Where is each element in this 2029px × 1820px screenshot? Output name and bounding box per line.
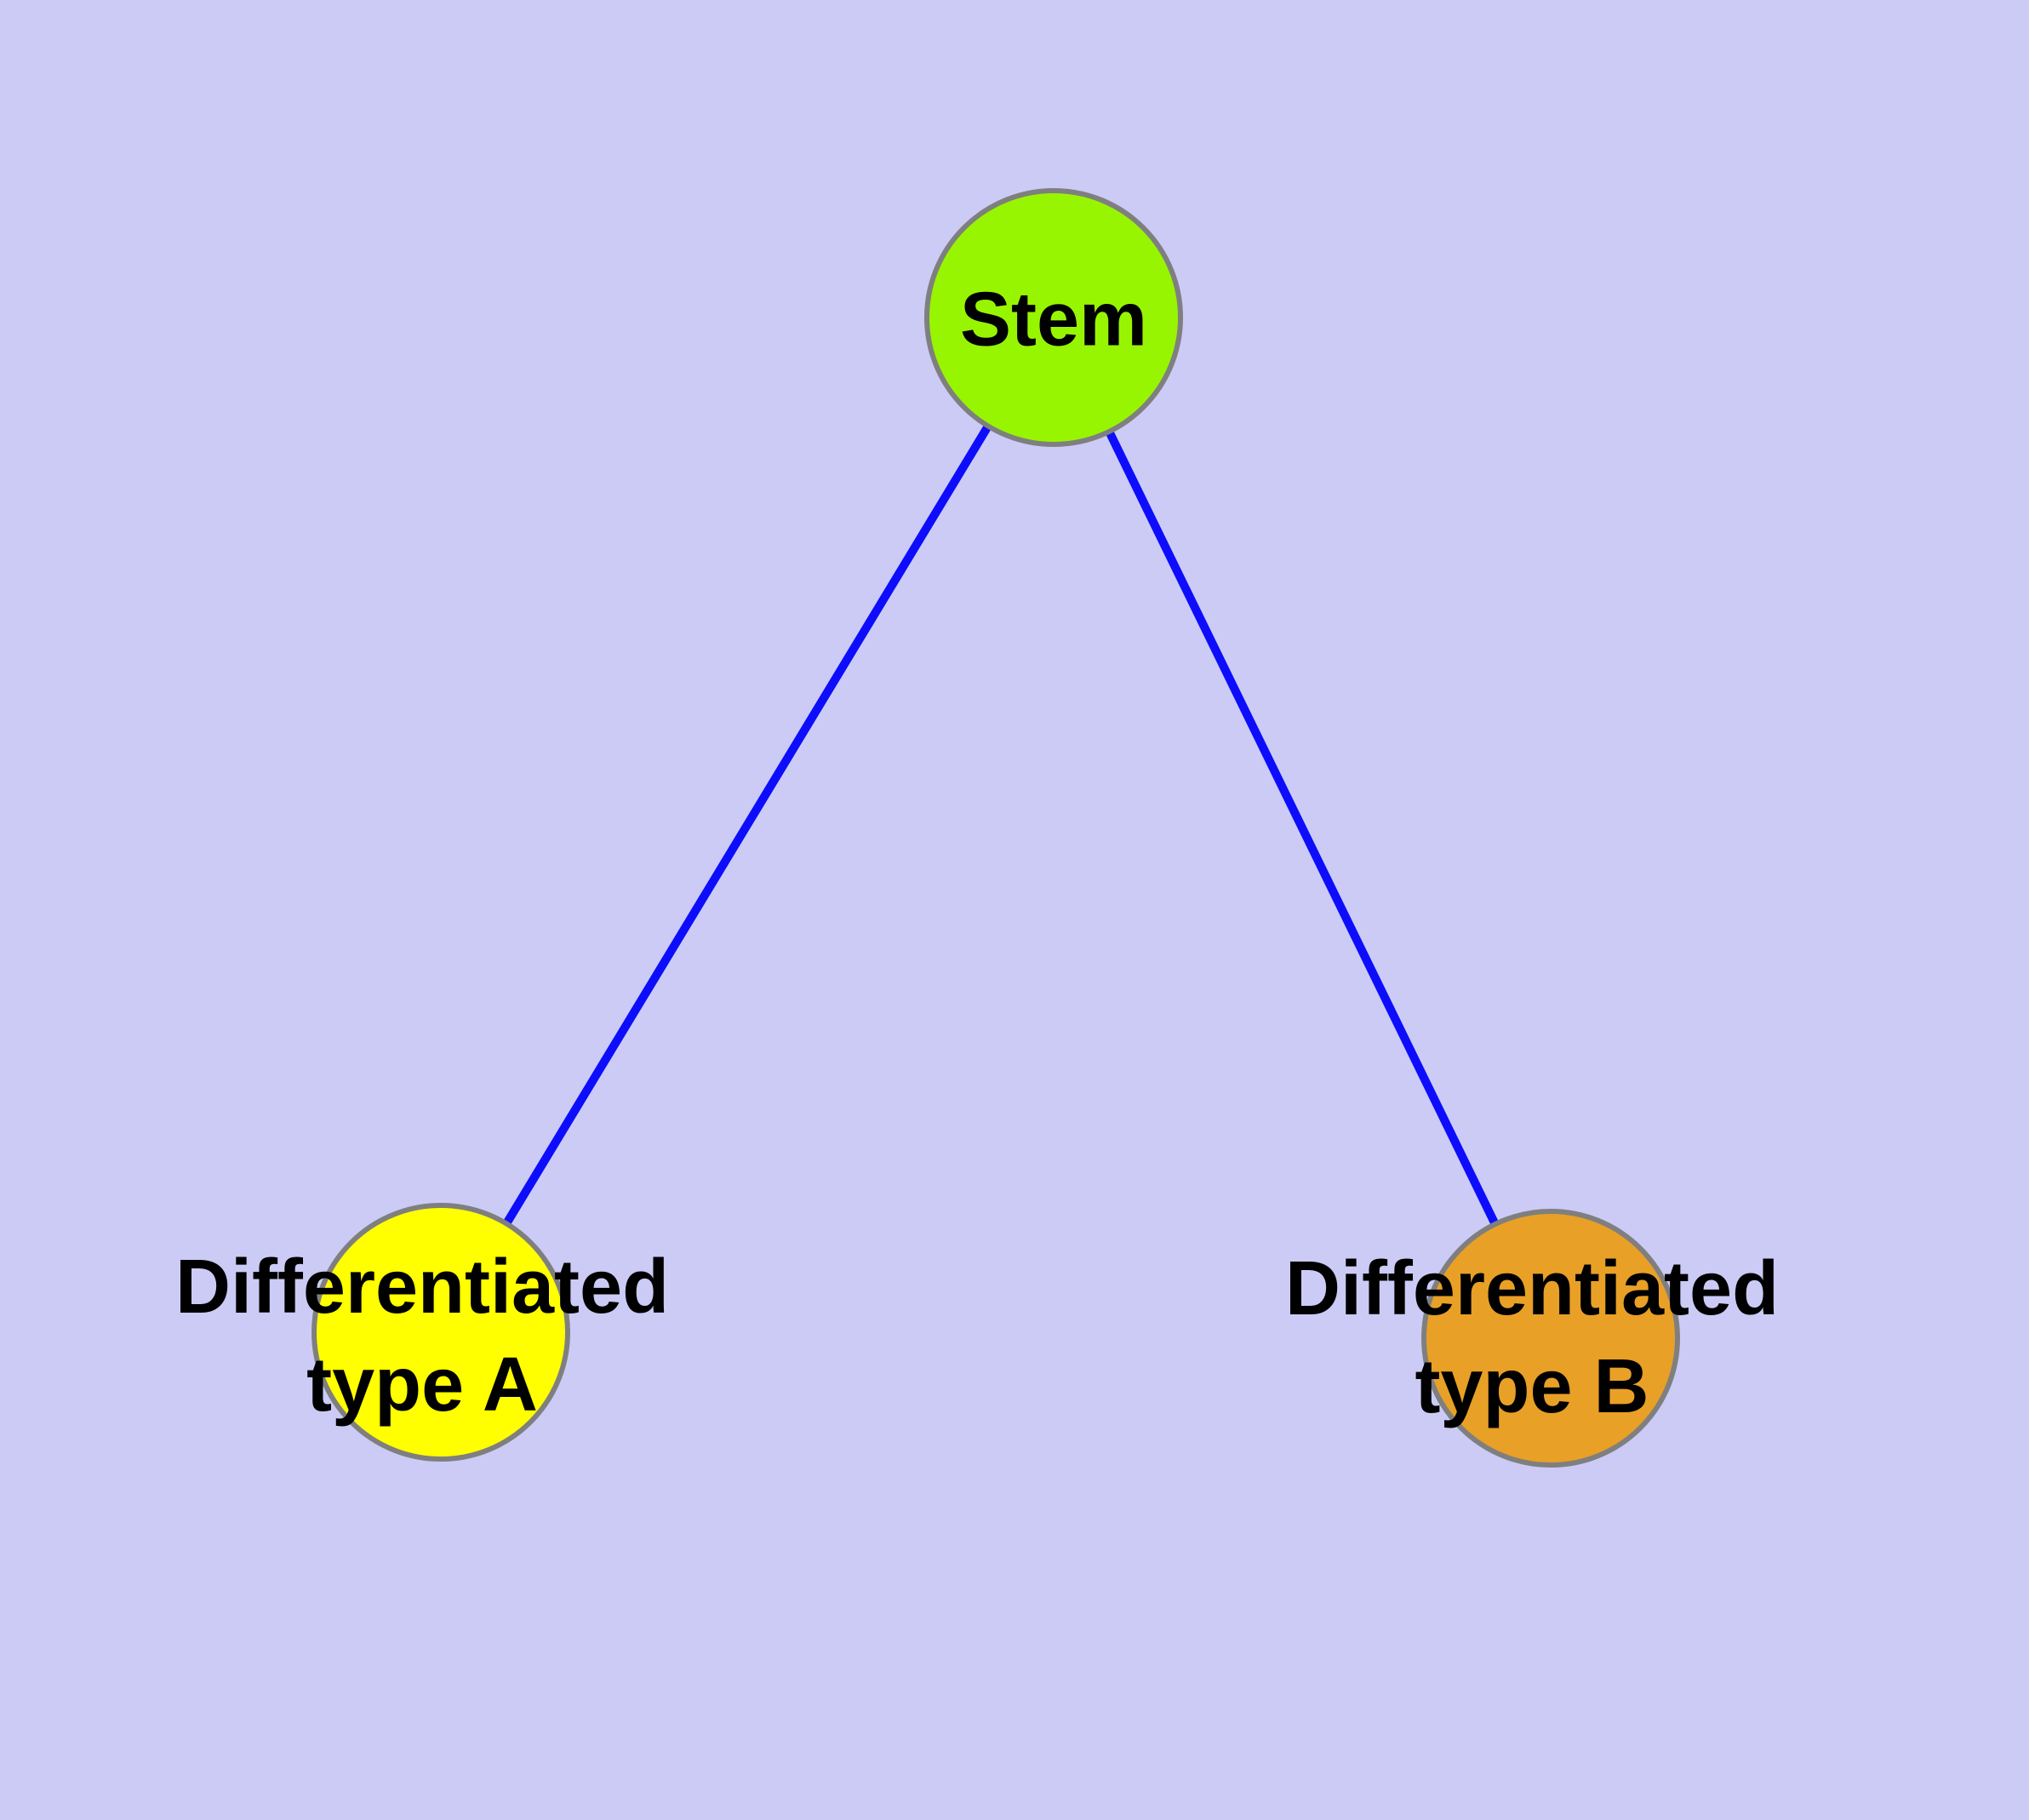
edge-stem-to-type-a [437,315,1058,1335]
node-differentiated-type-b [1421,1209,1680,1468]
node-type-a-label-line-1: Differentiated [174,1245,670,1330]
node-type-a-label-line-2: type A [306,1342,538,1428]
node-stem-label: Stem [959,277,1148,363]
node-differentiated-type-a [311,1203,570,1462]
node-stem [924,188,1183,447]
node-type-a-label: Differentiated type A [175,1239,669,1434]
edge-stem-to-type-b [1049,315,1555,1341]
node-type-b-label-line-1: Differentiated [1284,1246,1780,1331]
node-type-b-label: Differentiated type B [1285,1240,1779,1436]
node-type-b-label-line-2: type B [1415,1344,1649,1429]
